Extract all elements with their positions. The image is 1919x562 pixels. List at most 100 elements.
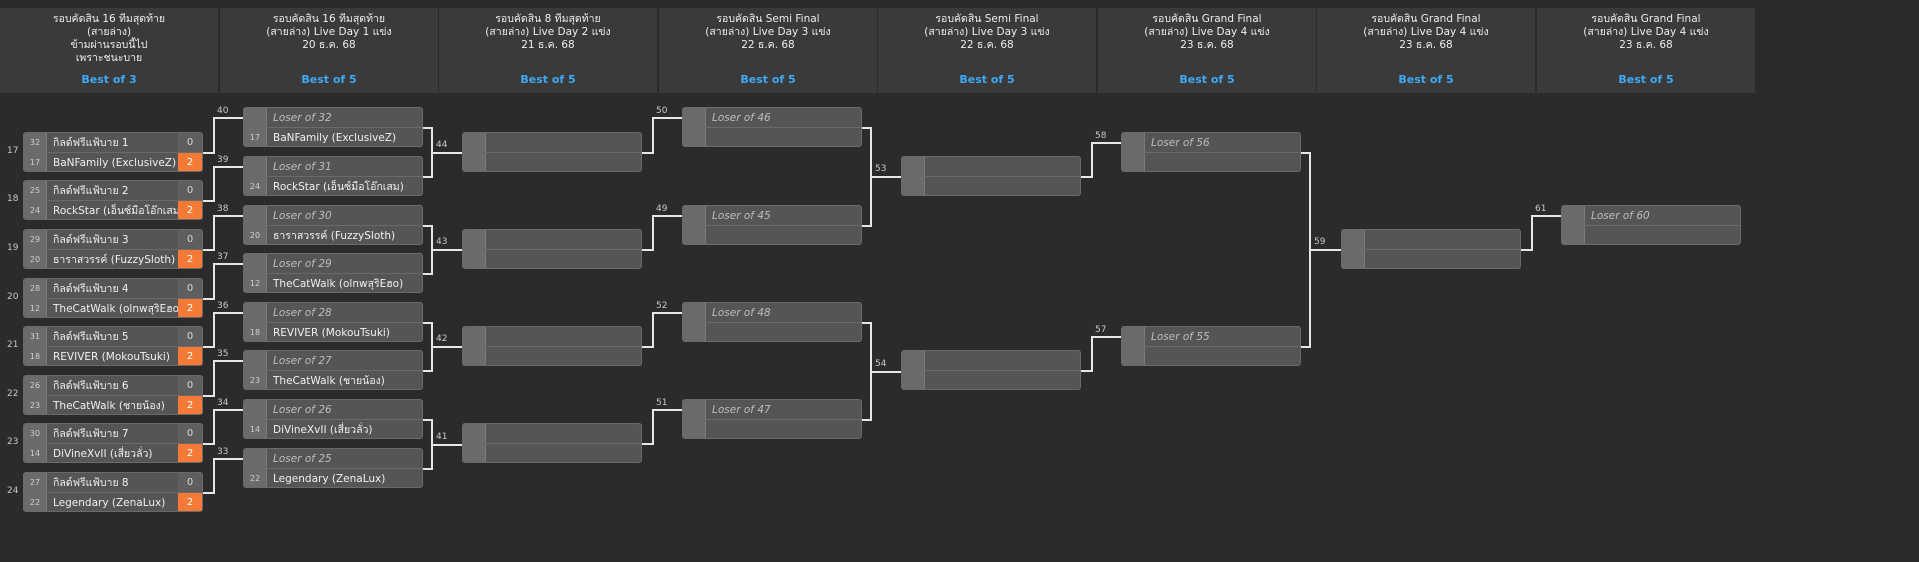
match-58[interactable]: Loser of 56 (1121, 132, 1301, 172)
seed-number (463, 444, 486, 462)
team-slot[interactable] (1122, 153, 1300, 171)
seed-number (683, 128, 706, 146)
team-slot[interactable]: Loser of 47 (683, 400, 861, 420)
team-slot[interactable]: Loser of 56 (1122, 133, 1300, 153)
team-slot[interactable]: Loser of 32 (244, 108, 422, 128)
team-slot[interactable] (463, 424, 641, 444)
team-slot[interactable]: Loser of 45 (683, 206, 861, 226)
team-slot[interactable]: Loser of 46 (683, 108, 861, 128)
team-slot[interactable] (463, 327, 641, 347)
match-50[interactable]: Loser of 46 (682, 107, 862, 147)
team-slot[interactable] (902, 177, 1080, 195)
team-slot[interactable] (463, 347, 641, 365)
team-slot[interactable]: Loser of 48 (683, 303, 861, 323)
team-slot[interactable]: Loser of 25 (244, 449, 422, 469)
team-slot[interactable] (1342, 250, 1520, 268)
match-61[interactable]: Loser of 60 (1561, 205, 1741, 245)
team-slot[interactable]: Loser of 30 (244, 206, 422, 226)
match-49[interactable]: Loser of 45 (682, 205, 862, 245)
match-42[interactable] (462, 326, 642, 366)
connector-line (652, 409, 654, 445)
connector-line (213, 312, 243, 314)
match-51[interactable]: Loser of 47 (682, 399, 862, 439)
match-53[interactable] (901, 156, 1081, 196)
team-slot[interactable] (902, 157, 1080, 177)
match-59[interactable] (1341, 229, 1521, 269)
team-slot[interactable] (683, 323, 861, 341)
team-slot[interactable]: Loser of 28 (244, 303, 422, 323)
team-slot[interactable] (463, 133, 641, 153)
team-slot[interactable] (463, 230, 641, 250)
match-57[interactable]: Loser of 55 (1121, 326, 1301, 366)
match-43[interactable] (462, 229, 642, 269)
team-slot[interactable] (1342, 230, 1520, 250)
match-44[interactable] (462, 132, 642, 172)
match-41[interactable] (462, 423, 642, 463)
team-slot[interactable] (1122, 347, 1300, 365)
team-slot[interactable]: Loser of 27 (244, 351, 422, 371)
team-name: Loser of 32 (273, 111, 332, 124)
round-header-8: รอบคัดสิน Grand Final (สายล่าง) Live Day… (1537, 8, 1755, 93)
team-slot[interactable] (463, 153, 641, 171)
best-of-label: Best of 5 (1618, 73, 1674, 86)
seed-number (683, 206, 706, 225)
best-of-label: Best of 5 (1398, 73, 1454, 86)
team-slot[interactable] (683, 128, 861, 146)
match-52[interactable]: Loser of 48 (682, 302, 862, 342)
team-slot[interactable] (683, 226, 861, 244)
team-slot[interactable] (463, 250, 641, 268)
team-slot[interactable]: Loser of 55 (1122, 327, 1300, 347)
team-slot[interactable] (1562, 226, 1740, 244)
team-slot[interactable] (463, 444, 641, 462)
connector-line (423, 176, 431, 178)
team-slot[interactable] (902, 351, 1080, 371)
match-54[interactable] (901, 350, 1081, 390)
team-slot[interactable] (902, 371, 1080, 389)
team-slot[interactable]: Loser of 31 (244, 157, 422, 177)
team-slot[interactable]: Loser of 29 (244, 254, 422, 274)
team-slot[interactable]: Loser of 26 (244, 400, 422, 420)
team-slot[interactable]: Loser of 60 (1562, 206, 1740, 226)
team-slot[interactable] (683, 420, 861, 438)
